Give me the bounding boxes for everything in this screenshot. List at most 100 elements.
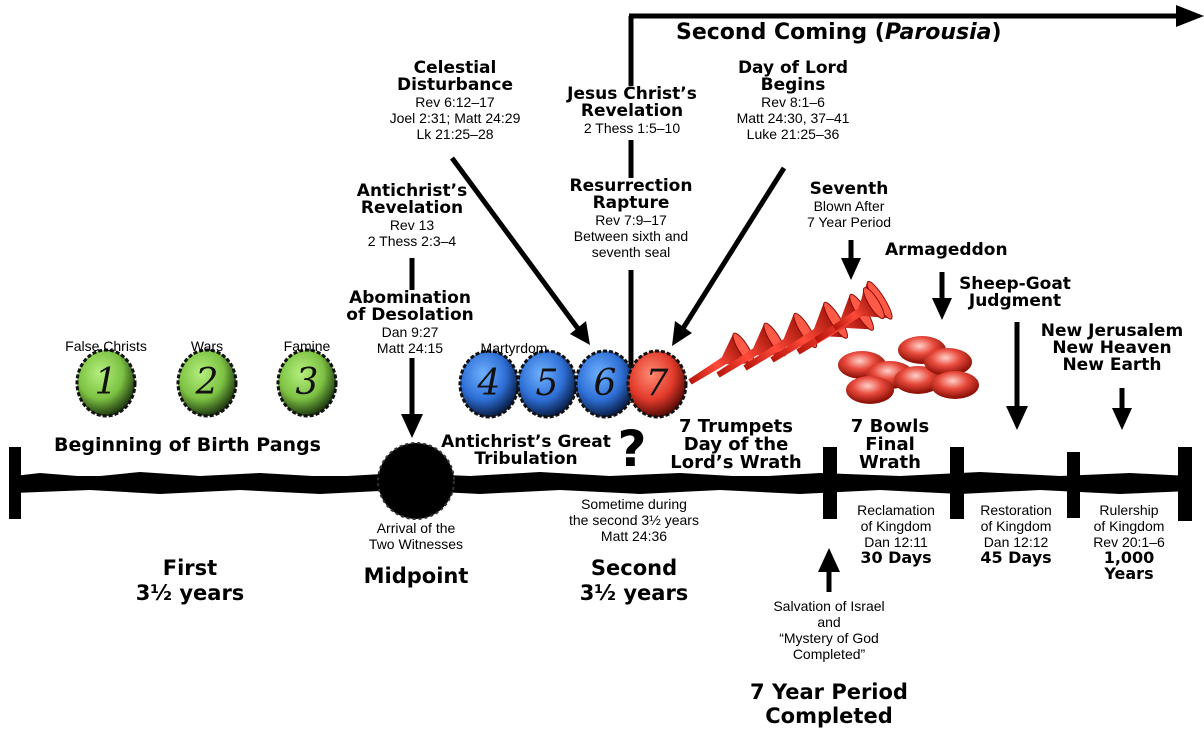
day-of-lord-ref-3: Luke 21:25–36 [746,126,840,143]
trumpets-line-2: Day of the [683,434,789,455]
new-jerusalem-line-3: New Earth [1062,355,1162,375]
seal-label-false-christs: False Christs [65,338,147,354]
salvation-line-4: Completed” [792,646,866,663]
celestial-ref-1: Rev 6:12–17 [415,94,495,110]
rulership-years-1: 1,000 [1103,548,1155,568]
seventh-title: Seventh [809,179,889,199]
celestial-ref-2: Joel 2:31; Matt 24:29 [389,110,521,127]
resurrection-ref-2: Between sixth and [573,228,689,245]
seal-label-martyrdom: Martyrdom [480,340,548,356]
new-jerusalem-block: New Jerusalem New Heaven New Earth [1026,323,1198,374]
resurrection-rapture-block: Resurrection Rapture Rev 7:9–17 Between … [556,176,706,261]
timeline-bar [14,472,1190,494]
midpoint-label: Midpoint [363,564,469,588]
rulership-line-2: of Kingdom [1093,518,1165,535]
rulership-line-1: Rulership [1099,502,1159,518]
arrow-new-jerusalem [1112,388,1132,430]
day-of-lord-ref-2: Matt 24:30, 37–41 [736,110,850,127]
trumpets-line-1: 7 Trumpets [679,416,793,437]
celestial-title-1: Celestial [413,58,497,78]
antichrist-ref-2: 2 Thess 2:3–4 [367,233,457,250]
reclamation-line-1: Reclamation [857,502,935,518]
bowls-line-2: Final [865,434,915,455]
seal-number-6: 6 [593,363,617,404]
antichrist-title-2: Revelation [360,198,464,218]
divider-30-days [823,447,837,519]
salvation-block: Salvation of Israel and “Mystery of God … [744,598,914,662]
antichrist-title-1: Antichrist’s [356,181,468,201]
day-of-lord-title-2: Begins [760,75,826,95]
second-coming-title: Second Coming (Parousia) [676,20,1002,45]
seal-number-1: 1 [94,362,118,403]
seal-number-2: 2 [195,362,219,403]
celestial-disturbance-block: Celestial Disturbance Rev 6:12–17 Joel 2… [360,58,550,143]
celestial-ref-3: Lk 21:25–28 [416,126,494,143]
salvation-line-1: Salvation of Israel [773,598,885,614]
abomination-ref-1: Dan 9:27 [381,324,439,340]
celestial-title-2: Disturbance [396,75,514,95]
seal-number-4: 4 [477,363,501,404]
seal-2 [176,348,238,418]
abomination-block: Abomination of Desolation Dan 9:27 Matt … [330,290,490,357]
second-half-line-1: Second [590,556,678,580]
day-of-lord-title-1: Day of Lord [737,58,849,78]
parousia-label: Parousia [884,20,992,45]
rulership-block: Rulership of Kingdom Rev 20:1–6 1,000 Ye… [1074,502,1184,582]
two-witnesses-line-2: Two Witnesses [368,536,464,553]
arrow-salvation [818,548,840,592]
rulership-line-3: Rev 20:1–6 [1093,534,1165,551]
antichrist-ref-1: Rev 13 [389,217,435,233]
reclamation-line-3: Dan 12:11 [864,534,928,551]
antichrist-revelation-block: Antichrist’s Revelation Rev 13 2 Thess 2… [332,181,492,250]
great-tribulation-line-2: Tribulation [474,449,578,469]
sometime-line-3: Matt 24:36 [600,528,668,545]
seal-3 [276,348,338,418]
jesus-revelation-title-1: Jesus Christ’s [567,84,697,104]
arrow-celestial [449,156,590,345]
divider-1000-years [1067,452,1080,518]
seventh-sub-1: Blown After [813,198,885,214]
reclamation-days: 30 Days [860,548,932,568]
restoration-line-2: of Kingdom [980,518,1052,535]
abomination-title-2: of Desolation [346,305,474,325]
sometime-line-2: the second 3½ years [569,512,699,529]
seal-1 [75,348,137,418]
resurrection-title-1: Resurrection [569,176,693,196]
bowls-line-1: 7 Bowls [850,416,930,437]
sheep-goat-line-2: Judgment [968,291,1062,311]
salvation-line-3: “Mystery of God [779,630,879,647]
day-of-lord-ref-1: Rev 8:1–6 [761,94,825,110]
seal-number-5: 5 [535,363,559,404]
restoration-days: 45 Days [980,548,1052,568]
seventh-sub-2: 7 Year Period [806,214,892,231]
divider-45-days [950,447,964,519]
timeline-end-cap-right [1178,447,1192,521]
first-half-line-2: 3½ years [135,581,245,606]
question-mark: ? [617,420,647,478]
sheep-goat-line-1: Sheep-Goat [959,274,1071,294]
new-jerusalem-line-1: New Jerusalem [1040,321,1184,341]
jesus-revelation-ref: 2 Thess 1:5–10 [583,120,681,136]
completed-line-1: 7 Year Period [750,680,908,704]
seventh-block: Seventh Blown After 7 Year Period [784,179,914,231]
rulership-years-2: Years [1104,564,1154,584]
trumpets-block: 7 Trumpets Day of the Lord’s Wrath [656,418,816,472]
completed-line-2: Completed [765,704,893,729]
great-tribulation-block: Antichrist’s Great Tribulation [418,434,634,468]
arrow-seventh [841,240,861,280]
resurrection-ref-3: seventh seal [591,244,671,261]
two-witnesses-block: Arrival of the Two Witnesses [346,520,486,552]
seal-number-3: 3 [295,362,319,403]
armageddon-label: Armageddon [885,240,1008,260]
arrow-day-of-lord [672,166,787,346]
completed-block: 7 Year Period Completed [720,680,938,728]
restoration-block: Restoration of Kingdom Dan 12:12 45 Days [958,502,1074,566]
trumpets-line-3: Lord’s Wrath [670,452,802,473]
resurrection-ref-1: Rev 7:9–17 [595,212,667,228]
second-half-block: Second 3½ years [560,556,708,606]
seal-7 [626,349,688,419]
seal-label-famine: Famine [283,338,331,354]
salvation-line-2: and [817,614,841,631]
restoration-line-1: Restoration [980,502,1052,518]
